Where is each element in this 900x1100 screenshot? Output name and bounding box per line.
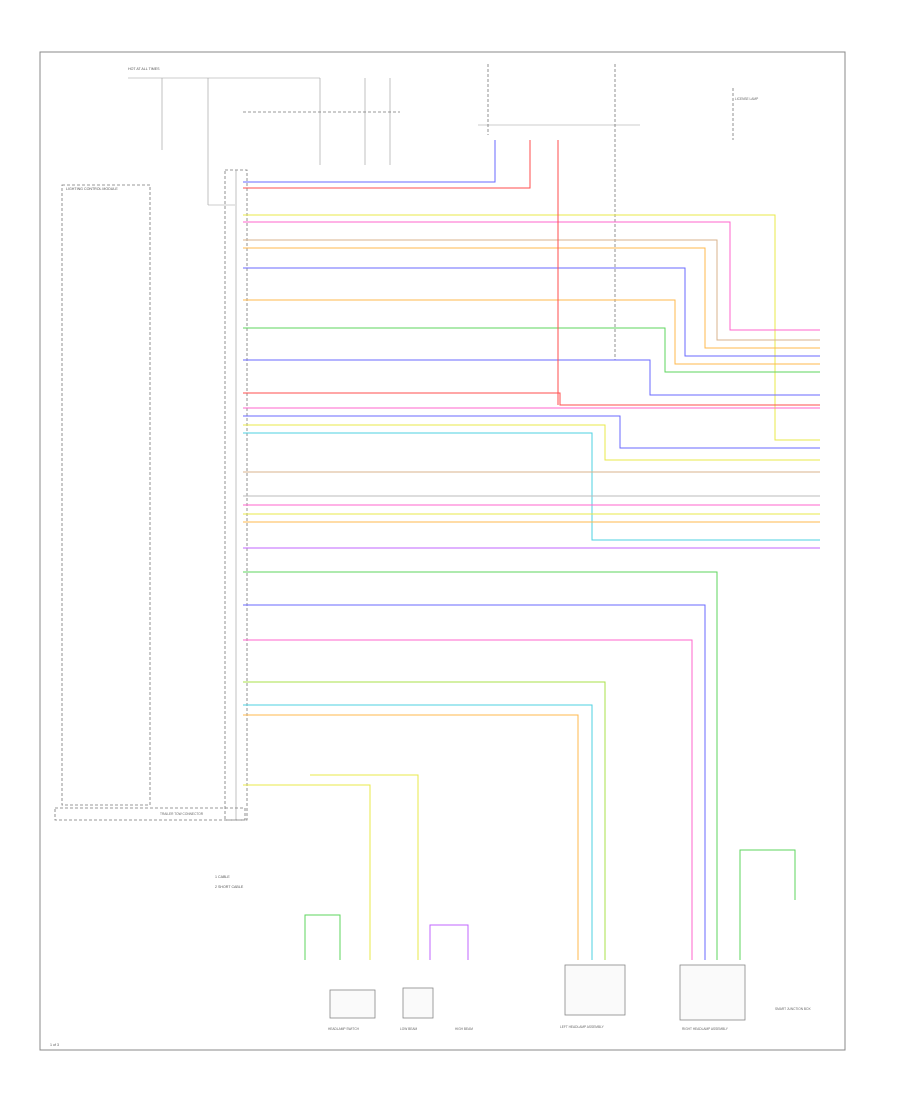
wire-blue-23 [243,604,706,960]
wire-blue-9 [243,359,820,396]
right-headlamp-component: RIGHT HEADLAMP ASSEMBLY [679,964,746,1031]
wire-yellow-29 [310,774,419,960]
legend-item-2: 2 SHORT CABLE [215,885,244,889]
svg-text:LEFT HEADLAMP ASSEMBLY: LEFT HEADLAMP ASSEMBLY [560,1025,605,1029]
high-beam-component: HIGH BEAM [455,1027,473,1031]
wire-orange-7 [243,299,820,365]
wire-green-22 [243,571,718,960]
wire-tan-4 [243,239,820,341]
svg-text:HEADLAMP SWITCH: HEADLAMP SWITCH [328,1027,360,1031]
wire-yellow-14 [243,424,820,461]
page-number: 1 of 3 [50,1043,59,1047]
header-label: HOT AT ALL TIMES [128,67,160,71]
smart-junction-box-component: SMART JUNCTION BOX [775,1007,812,1011]
wire-orange-27 [243,714,579,960]
license-lamp-component: LICENSE LAMP [735,97,758,101]
wire-pink-24 [243,639,693,960]
low-beam-component: LOW BEAM [400,987,434,1031]
headlamp-switch-component: HEADLAMP SWITCH [328,989,376,1031]
svg-text:LOW BEAM: LOW BEAM [400,1027,418,1031]
legend-item-1: 1 CABLE [215,875,230,879]
legend: 1 CABLE 2 SHORT CABLE [215,875,244,889]
trailer-connector-component: TRAILER TOW CONNECTOR [54,807,246,821]
svg-text:HIGH BEAM: HIGH BEAM [455,1027,473,1031]
wire-blue-13 [243,415,820,449]
wire-cyan-26 [243,704,593,960]
diagram-frame [39,51,846,1051]
wire-pink-3 [243,221,820,331]
svg-text:TRAILER TOW CONNECTOR: TRAILER TOW CONNECTOR [160,812,204,816]
wire-green-31 [304,914,341,960]
module-label: LIGHTING CONTROL MODULE [66,187,118,191]
left-headlamp-component: LEFT HEADLAMP ASSEMBLY [560,964,626,1029]
wire-green-8 [243,327,820,373]
wire-orange-5 [243,247,820,349]
lighting-control-module [61,184,151,806]
wire-blue-0 [243,140,496,183]
wire-red-1 [243,140,531,189]
wire-lime-25 [243,681,606,960]
svg-text:LICENSE LAMP: LICENSE LAMP [735,97,758,101]
wire-blue-6 [243,267,820,357]
fuse-feed-group: HOT AT ALL TIMES [128,64,734,360]
wire-violet-30 [429,924,469,960]
svg-text:SMART JUNCTION BOX: SMART JUNCTION BOX [775,1007,812,1011]
wire-cyan-15 [243,432,820,541]
wires [243,140,820,960]
wire-green-32 [739,849,796,960]
svg-text:RIGHT HEADLAMP ASSEMBLY: RIGHT HEADLAMP ASSEMBLY [682,1027,729,1031]
wire-yellow-28 [243,784,371,960]
wire-red-10 [243,392,820,406]
wire-yellow-2 [243,214,820,441]
